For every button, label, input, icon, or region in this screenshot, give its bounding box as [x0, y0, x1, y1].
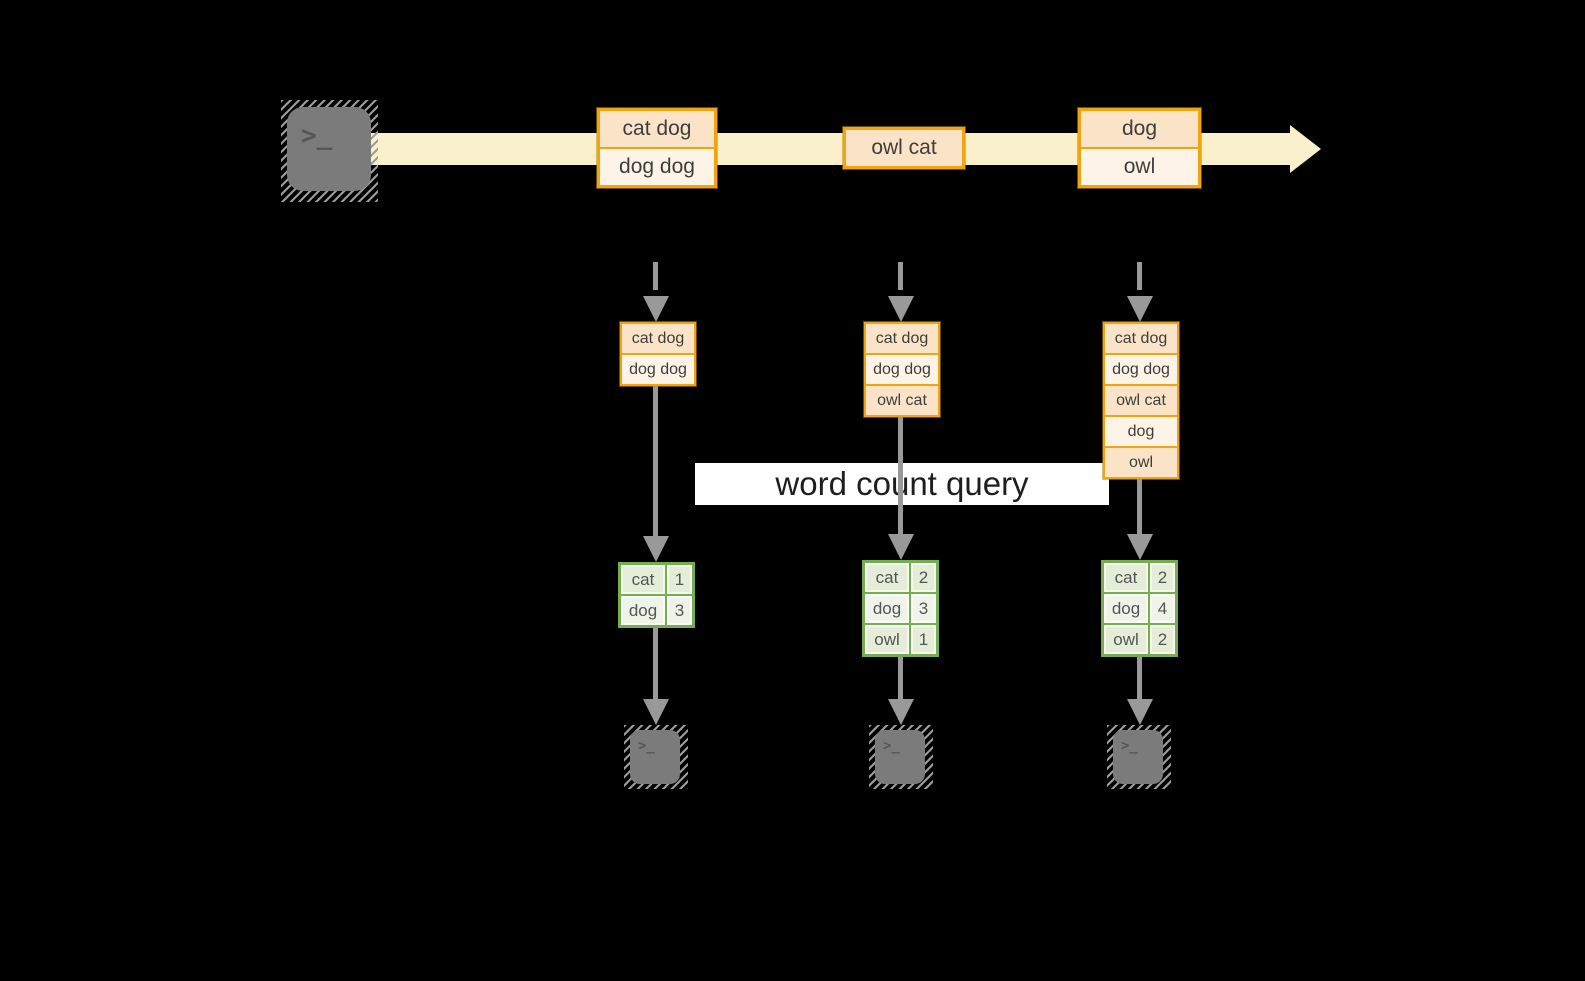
- worker-3-connector-bottom: [1137, 657, 1142, 701]
- dashed-arrow-1-head-icon: [643, 296, 669, 322]
- terminal-screen: >_: [287, 107, 371, 191]
- worker-1-connector-top-head-icon: [643, 536, 669, 562]
- terminal-prompt-icon: >_: [638, 738, 655, 754]
- worker-3-buffer: cat dog dog dog owl cat dog owl: [1103, 322, 1179, 479]
- worker-2-count-table: cat 2 dog 3 owl 1: [862, 560, 939, 657]
- worker-1-connector-bottom: [653, 628, 658, 701]
- buffer-item: dog: [1105, 417, 1177, 446]
- worker-2-connector-top-head-icon: [888, 534, 914, 560]
- dashed-arrow-3: [1137, 262, 1142, 290]
- count-value: 3: [911, 594, 936, 623]
- stream-box-3: dog owl: [1078, 108, 1201, 188]
- count-value: 1: [667, 565, 692, 594]
- terminal-prompt-icon: >_: [883, 738, 900, 754]
- source-terminal-icon: >_: [281, 100, 378, 202]
- worker-3-terminal-icon: >_: [1107, 725, 1171, 789]
- count-value: 1: [911, 625, 936, 654]
- count-value: 4: [1150, 594, 1175, 623]
- terminal-screen: >_: [875, 730, 925, 784]
- buffer-item: owl cat: [1105, 386, 1177, 415]
- buffer-item: cat dog: [1105, 324, 1177, 353]
- terminal-screen: >_: [630, 730, 680, 784]
- buffer-item: dog dog: [1105, 355, 1177, 384]
- count-word: dog: [865, 594, 909, 623]
- count-value: 2: [1150, 625, 1175, 654]
- buffer-item: owl: [1105, 448, 1177, 477]
- count-word: dog: [621, 596, 665, 625]
- worker-2-connector-bottom: [898, 657, 903, 701]
- stream-box-1-line-2: dog dog: [600, 149, 714, 185]
- count-value: 2: [911, 563, 936, 592]
- worker-2-connector-bottom-head-icon: [888, 699, 914, 725]
- worker-3-count-table: cat 2 dog 4 owl 2: [1101, 560, 1178, 657]
- dashed-arrow-2: [898, 262, 903, 290]
- stream-box-2: owl cat: [843, 127, 965, 169]
- dashed-arrow-3-head-icon: [1127, 296, 1153, 322]
- count-word: cat: [1104, 563, 1148, 592]
- stream-box-1-line-1: cat dog: [600, 111, 714, 147]
- worker-3-connector-bottom-head-icon: [1127, 699, 1153, 725]
- worker-2-terminal-icon: >_: [869, 725, 933, 789]
- worker-1-connector-bottom-head-icon: [643, 699, 669, 725]
- worker-1-buffer: cat dog dog dog: [620, 322, 696, 386]
- worker-1-count-table: cat 1 dog 3: [618, 562, 695, 628]
- stream-arrow-head-icon: [1290, 125, 1321, 173]
- count-word: owl: [1104, 625, 1148, 654]
- stream-box-3-line-2: owl: [1081, 149, 1198, 185]
- buffer-item: dog dog: [622, 355, 694, 384]
- stream-box-3-line-1: dog: [1081, 111, 1198, 147]
- count-word: dog: [1104, 594, 1148, 623]
- worker-1-connector-top: [653, 386, 658, 538]
- count-value: 3: [667, 596, 692, 625]
- count-word: cat: [865, 563, 909, 592]
- count-word: cat: [621, 565, 665, 594]
- worker-3-connector-top: [1137, 479, 1142, 538]
- count-value: 2: [1150, 563, 1175, 592]
- dashed-arrow-2-head-icon: [888, 296, 914, 322]
- worker-2-connector-top: [898, 417, 903, 538]
- stream-box-1: cat dog dog dog: [597, 108, 717, 188]
- terminal-prompt-icon: >_: [1121, 738, 1138, 754]
- stream-box-2-line-1: owl cat: [846, 130, 962, 166]
- terminal-prompt-icon: >_: [301, 121, 333, 151]
- worker-3-connector-top-head-icon: [1127, 534, 1153, 560]
- buffer-item: owl cat: [866, 386, 938, 415]
- terminal-screen: >_: [1113, 730, 1163, 784]
- worker-2-buffer: cat dog dog dog owl cat: [864, 322, 940, 417]
- buffer-item: dog dog: [866, 355, 938, 384]
- buffer-item: cat dog: [866, 324, 938, 353]
- dashed-arrow-1: [653, 262, 658, 290]
- buffer-item: cat dog: [622, 324, 694, 353]
- worker-1-terminal-icon: >_: [624, 725, 688, 789]
- count-word: owl: [865, 625, 909, 654]
